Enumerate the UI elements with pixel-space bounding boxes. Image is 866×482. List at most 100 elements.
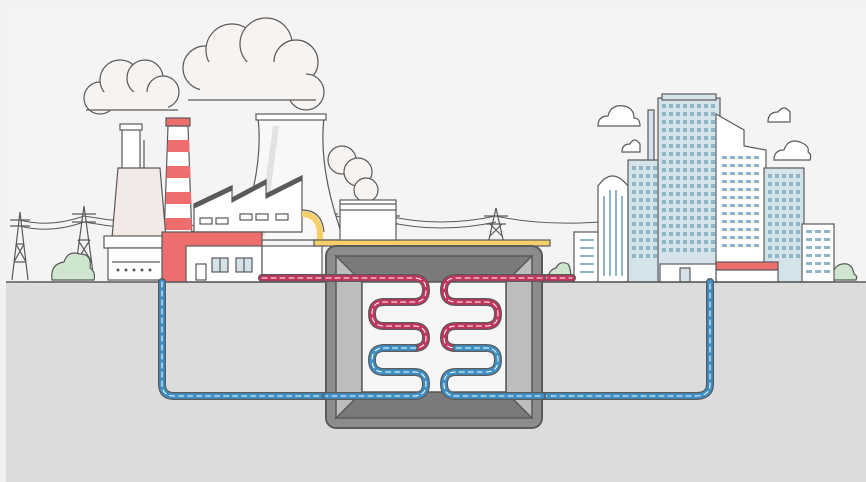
building-window <box>754 220 759 223</box>
building-window <box>746 204 751 207</box>
building-window <box>676 160 680 164</box>
building-window <box>704 112 708 116</box>
building-window <box>789 182 793 186</box>
building-window <box>662 128 666 132</box>
building-window <box>646 206 650 210</box>
building-window <box>669 216 673 220</box>
building-window <box>683 208 687 212</box>
building-window <box>697 120 701 124</box>
building-window <box>796 190 800 194</box>
building-window <box>669 136 673 140</box>
building-window <box>646 254 650 258</box>
building-window <box>704 176 708 180</box>
building-window <box>690 168 694 172</box>
building-window <box>746 220 751 223</box>
building-window <box>775 246 779 250</box>
building-window <box>806 238 812 241</box>
building-window <box>697 144 701 148</box>
building-window <box>722 180 727 183</box>
building-window <box>683 104 687 108</box>
building-window <box>632 238 636 242</box>
cold-pipe-loop <box>158 278 714 400</box>
building-window <box>730 156 735 159</box>
building-window <box>676 208 680 212</box>
building-window <box>711 128 715 132</box>
building-window <box>704 152 708 156</box>
building-window <box>632 198 636 202</box>
building-window <box>676 192 680 196</box>
bush-icon <box>51 252 96 281</box>
building-window <box>646 222 650 226</box>
building-window <box>669 184 673 188</box>
building-window <box>653 254 657 258</box>
building-window <box>697 192 701 196</box>
building-window <box>815 270 821 273</box>
sky-cloud-3 <box>773 140 812 161</box>
building-window <box>683 200 687 204</box>
building-window <box>730 212 735 215</box>
building-window <box>653 190 657 194</box>
building-window <box>676 136 680 140</box>
building-window <box>646 190 650 194</box>
building-window <box>711 160 715 164</box>
building-window <box>632 254 636 258</box>
building-window <box>653 198 657 202</box>
smoke-cloud-right <box>327 145 379 203</box>
building-window <box>746 188 751 191</box>
building-window <box>768 238 772 242</box>
plant-pipe <box>301 209 325 242</box>
building-window <box>738 172 743 175</box>
power-pylon-icon <box>10 211 30 281</box>
building-window <box>768 214 772 218</box>
building-window <box>662 232 666 236</box>
building-window <box>796 238 800 242</box>
building-window <box>639 182 643 186</box>
building-window <box>704 248 708 252</box>
building-window <box>676 152 680 156</box>
coil-right <box>440 274 546 400</box>
cloud-icon <box>767 107 791 123</box>
building-window <box>697 176 701 180</box>
building-window <box>669 240 673 244</box>
building-window <box>775 238 779 242</box>
building-window <box>669 112 673 116</box>
building-window <box>768 254 772 258</box>
building-window <box>782 246 786 250</box>
building-window <box>639 166 643 170</box>
skyscraper-icon <box>657 97 721 283</box>
building-window <box>754 156 759 159</box>
building-window <box>806 246 812 249</box>
building-window <box>697 168 701 172</box>
building-window <box>683 144 687 148</box>
building-window <box>815 262 821 265</box>
building-window <box>653 238 657 242</box>
building-window <box>632 206 636 210</box>
building-window <box>730 196 735 199</box>
building-window <box>690 128 694 132</box>
building-window <box>697 184 701 188</box>
building-window <box>639 190 643 194</box>
building-window <box>775 206 779 210</box>
building-window <box>662 152 666 156</box>
building-window <box>768 174 772 178</box>
building-window <box>746 156 751 159</box>
building-window <box>690 200 694 204</box>
building-window <box>690 152 694 156</box>
building-window <box>704 128 708 132</box>
building-window <box>824 230 830 233</box>
building-window <box>730 204 735 207</box>
building-window <box>704 224 708 228</box>
building-window <box>815 246 821 249</box>
building-window <box>632 230 636 234</box>
building-window <box>669 160 673 164</box>
building-window <box>690 112 694 116</box>
power-pylon-icon <box>484 207 508 245</box>
building-window <box>697 216 701 220</box>
building-window <box>669 200 673 204</box>
building-window <box>690 216 694 220</box>
building-window <box>632 174 636 178</box>
building-window <box>632 246 636 250</box>
building-window <box>676 176 680 180</box>
skyscraper-icon <box>627 159 663 283</box>
building-window <box>704 216 708 220</box>
